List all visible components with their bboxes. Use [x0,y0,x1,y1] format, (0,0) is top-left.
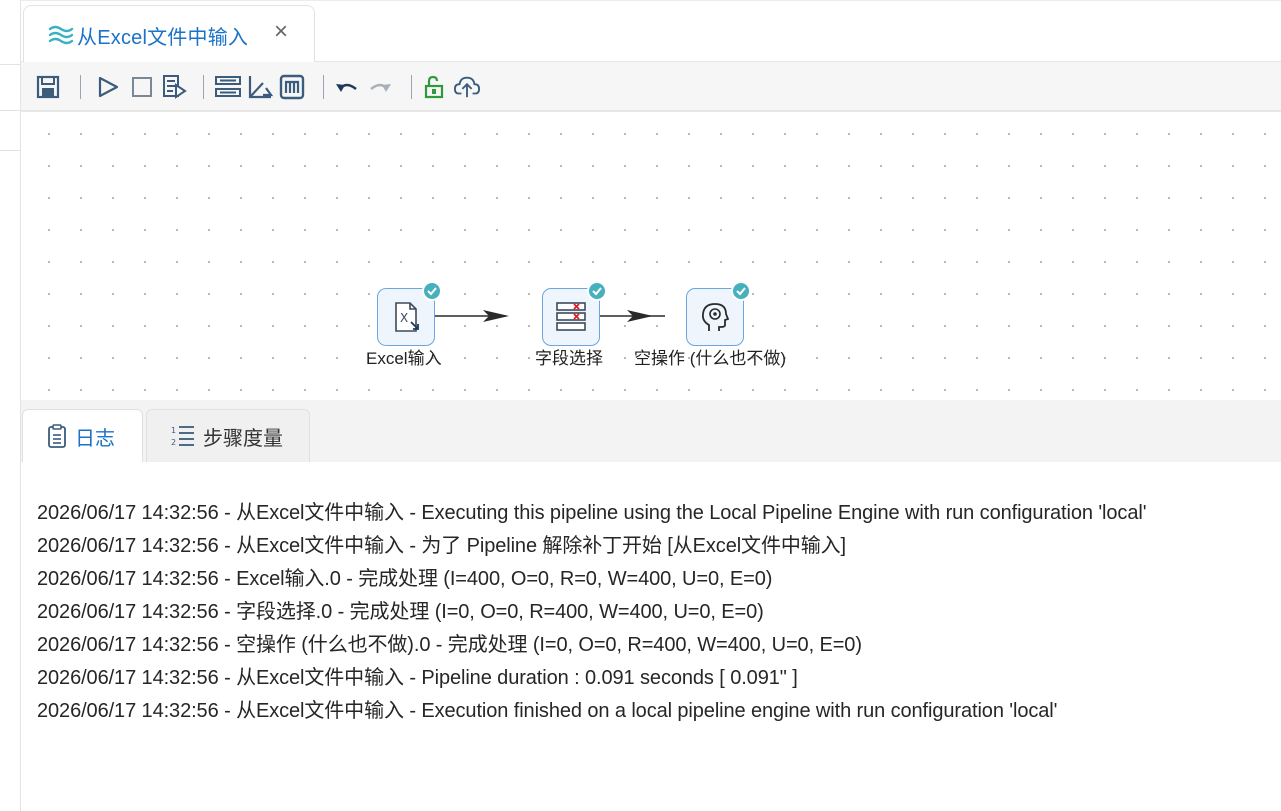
tab-title: 从Excel文件中输入 [77,26,249,49]
align-icon[interactable] [215,74,241,100]
dummy-head-icon [698,300,732,334]
layers-icon [48,24,74,46]
node-label: 字段选择 [535,349,603,368]
tab-pipeline[interactable]: 从Excel文件中输入 × [23,5,315,64]
pipeline-canvas[interactable]: X Excel输入 字段选择 空操作 (什么也不做) [21,114,1281,400]
log-line: 2026/06/17 14:32:56 - 从Excel文件中输入 - Pipe… [37,667,798,689]
log-line: 2026/06/17 14:32:56 - Excel输入.0 - 完成处理 (… [37,568,773,590]
left-gutter [0,0,21,811]
success-check-icon [731,281,751,301]
pipeline-node-excel-input[interactable]: X [377,281,442,346]
svg-text:X: X [400,311,408,325]
success-check-icon [422,281,442,301]
tab-step-metrics-label: 步骤度量 [203,427,283,450]
metadata-icon[interactable] [279,74,305,100]
close-tab-button[interactable]: × [273,18,288,45]
tab-log[interactable]: 日志 [22,409,143,462]
node-label: 空操作 (什么也不做) [634,349,787,368]
chart-icon[interactable] [247,74,273,100]
node-label: Excel输入 [366,349,442,368]
log-line: 2026/06/17 14:32:56 - 字段选择.0 - 完成处理 (I=0… [37,601,764,623]
select-fields-icon [554,300,588,334]
run-icon[interactable] [95,74,121,100]
log-line: 2026/06/17 14:32:56 - 从Excel文件中输入 - Exec… [37,502,1147,524]
svg-text:1: 1 [171,426,176,435]
pipeline-toolbar [21,62,1281,112]
redo-icon[interactable] [367,74,393,100]
unlock-icon[interactable] [421,74,447,100]
stop-icon[interactable] [129,74,155,100]
log-icon [47,424,67,448]
undo-icon[interactable] [334,74,360,100]
log-line: 2026/06/17 14:32:56 - 从Excel文件中输入 - 为了 P… [37,535,847,557]
success-check-icon [587,281,607,301]
tab-log-label: 日志 [75,427,115,450]
save-icon[interactable] [35,74,61,100]
upload-icon[interactable] [454,74,480,100]
preview-icon[interactable] [161,74,187,100]
pipeline-node-select-fields[interactable] [542,281,607,346]
editor-tab-strip: 从Excel文件中输入 × [21,0,1281,64]
pipeline-hops [435,310,665,322]
pipeline-node-dummy[interactable] [686,281,751,346]
excel-input-icon: X [389,300,423,334]
svg-text:2: 2 [171,438,176,447]
log-line: 2026/06/17 14:32:56 - 空操作 (什么也不做).0 - 完成… [37,634,862,656]
log-output[interactable]: 2026/06/17 14:32:56 - 从Excel文件中输入 - Exec… [21,462,1281,811]
log-line: 2026/06/17 14:32:56 - 从Excel文件中输入 - Exec… [37,700,1058,722]
